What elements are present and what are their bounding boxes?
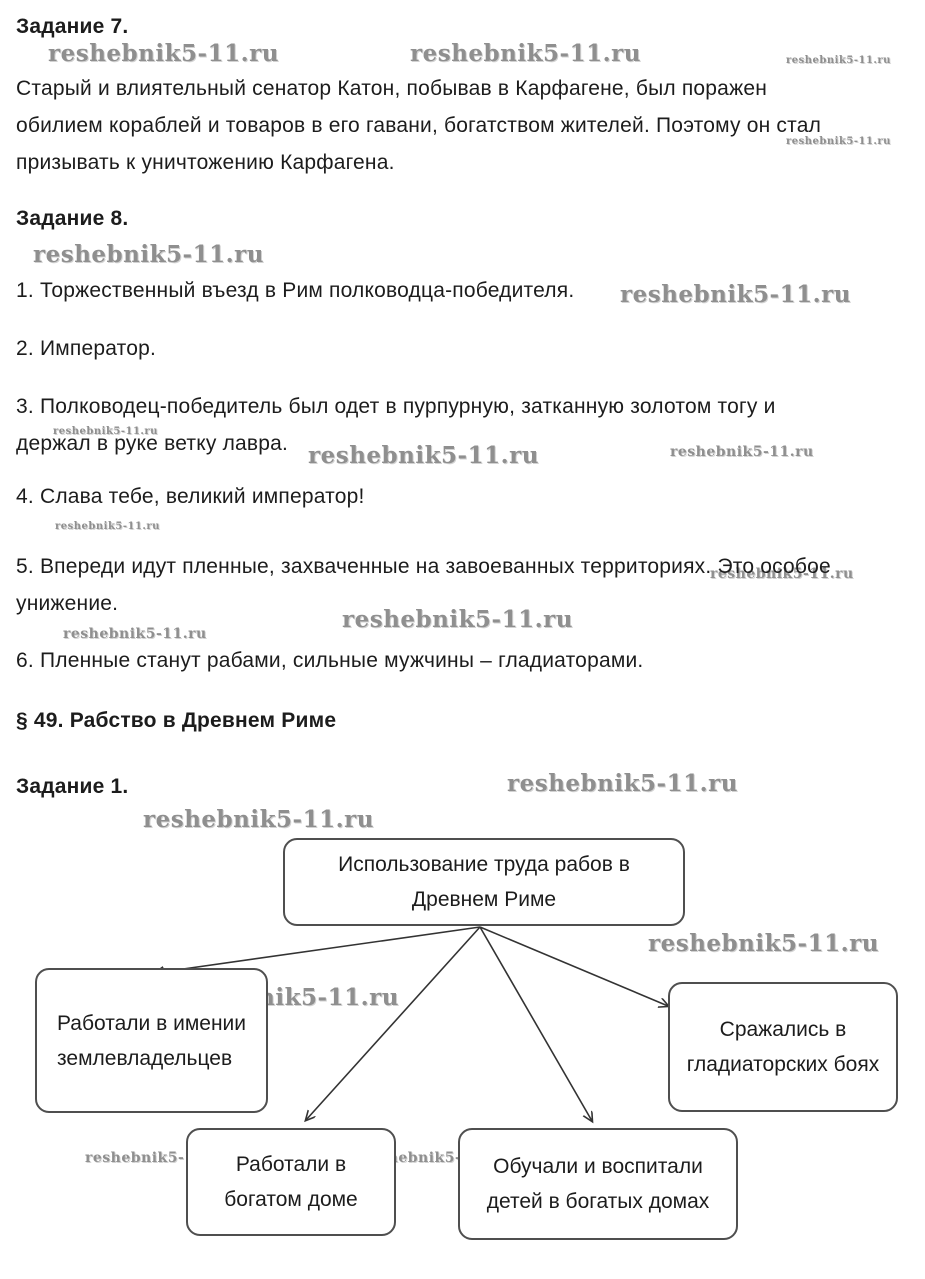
task8-answer-6: 6. Пленные станут рабами, сильные мужчин… [16,649,644,672]
diagram-node-teach: Обучали и воспитали детей в богатых дома… [458,1128,738,1240]
watermark: reshebnik5-11.ru [63,626,207,642]
task8-answer-3: 3. Полководец-победитель был одет в пурп… [16,395,776,455]
task8-title: Задание 8. [16,207,129,230]
task7-title: Задание 7. [16,15,129,38]
watermark: reshebnik5-11.ru [342,606,573,633]
watermark: reshebnik5-11.ru [308,442,539,469]
watermark: reshebnik5-11.ru [33,241,264,268]
task8-answer-4: 4. Слава тебе, великий император! [16,485,365,508]
watermark: reshebnik5-11.ru [53,426,158,437]
diagram-node-home: Работали в богатом доме [186,1128,396,1236]
watermark: reshebnik5-11.ru [786,55,891,66]
diagram-node-gladiator: Сражались в гладиаторских боях [668,982,898,1112]
task8-answer-5: 5. Впереди идут пленные, захваченные на … [16,555,831,615]
diagram-root-node: Использование труда рабов в Древнем Риме [283,838,685,926]
watermark: reshebnik5-11.ru [710,566,854,582]
watermark: reshebnik5-11.ru [620,281,851,308]
watermark: reshebnik5-11.ru [507,770,738,797]
watermark: reshebnik5-11.ru [648,930,879,957]
watermark: reshebnik5-11.ru [48,40,279,67]
task1-title: Задание 1. [16,775,129,798]
watermark: reshebnik5-11.ru [410,40,641,67]
watermark: reshebnik5-11.ru [55,521,160,532]
watermark: reshebnik5-11.ru [143,806,374,833]
section-title: § 49. Рабство в Древнем Риме [16,709,337,732]
watermark: reshebnik5-11.ru [786,136,891,147]
watermark: reshebnik5-11.ru [670,444,814,460]
task8-answer-1: 1. Торжественный въезд в Рим полководца-… [16,279,575,302]
task7-answer: Старый и влиятельный сенатор Катон, побы… [16,77,822,174]
task8-answer-2: 2. Император. [16,337,157,360]
diagram-node-estate: Работали в имении землевладельцев [35,968,268,1113]
